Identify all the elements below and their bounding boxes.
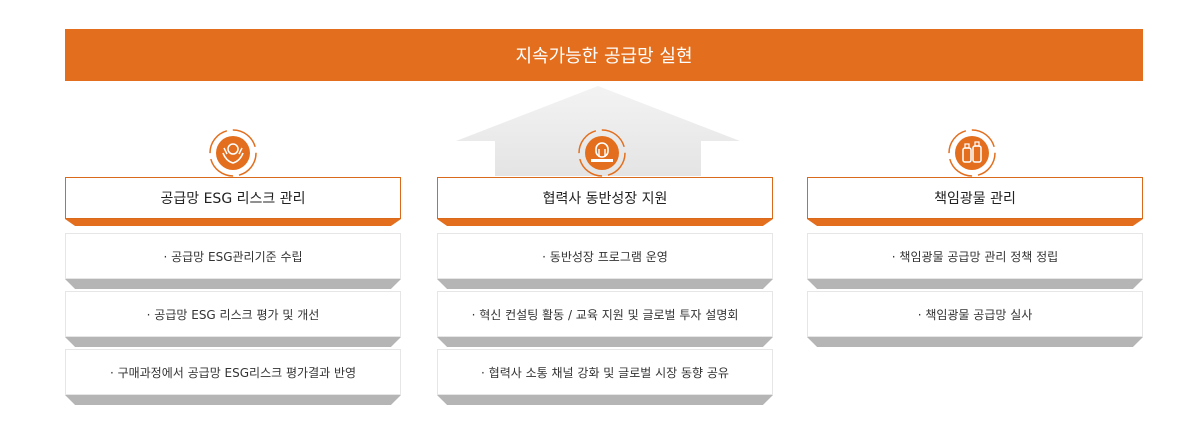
- item-tray: [65, 395, 401, 405]
- header-base-bar: [807, 219, 1143, 226]
- list-item: · 공급망 ESG 리스크 평가 및 개선: [65, 291, 401, 349]
- item-tray: [807, 279, 1143, 289]
- mineral-bottles-icon: [947, 128, 997, 178]
- list-item-text: · 책임광물 공급망 관리 정책 정립: [807, 233, 1143, 279]
- column-header-label: 협력사 동반성장 지원: [437, 177, 773, 219]
- column-header-label: 책임광물 관리: [807, 177, 1143, 219]
- list-item-text: · 책임광물 공급망 실사: [807, 291, 1143, 337]
- list-item-text: · 협력사 소통 채널 강화 및 글로벌 시장 동향 공유: [437, 349, 773, 395]
- column-header: 공급망 ESG 리스크 관리: [65, 177, 401, 226]
- upward-arrow-shape: [456, 86, 740, 176]
- growth-stand-icon: [577, 128, 627, 178]
- title-text: 지속가능한 공급망 실현: [515, 46, 693, 67]
- list-item: · 책임광물 공급망 관리 정책 정립: [807, 233, 1143, 291]
- column-header-label: 공급망 ESG 리스크 관리: [65, 177, 401, 219]
- list-item: · 책임광물 공급망 실사: [807, 291, 1143, 349]
- list-item-text: · 혁신 컨설팅 활동 / 교육 지원 및 글로벌 투자 설명회: [437, 291, 773, 337]
- column-responsible-minerals: 책임광물 관리 · 책임광물 공급망 관리 정책 정립 · 책임광물 공급망 실…: [807, 177, 1143, 349]
- item-tray: [437, 279, 773, 289]
- header-base-bar: [437, 219, 773, 226]
- list-item: · 공급망 ESG관리기준 수립: [65, 233, 401, 291]
- list-item: · 혁신 컨설팅 활동 / 교육 지원 및 글로벌 투자 설명회: [437, 291, 773, 349]
- list-item: · 협력사 소통 채널 강화 및 글로벌 시장 동향 공유: [437, 349, 773, 407]
- list-item: · 동반성장 프로그램 운영: [437, 233, 773, 291]
- list-item-text: · 공급망 ESG 리스크 평가 및 개선: [65, 291, 401, 337]
- item-tray: [65, 337, 401, 347]
- hands-globe-icon: [208, 128, 258, 178]
- list-item-text: · 동반성장 프로그램 운영: [437, 233, 773, 279]
- list-item: · 구매과정에서 공급망 ESG리스크 평가결과 반영: [65, 349, 401, 407]
- column-partner-growth: 협력사 동반성장 지원 · 동반성장 프로그램 운영 · 혁신 컨설팅 활동 /…: [437, 177, 773, 407]
- column-header: 책임광물 관리: [807, 177, 1143, 226]
- item-tray: [807, 337, 1143, 347]
- item-tray: [65, 279, 401, 289]
- title-banner: 지속가능한 공급망 실현: [65, 29, 1143, 81]
- list-item-text: · 구매과정에서 공급망 ESG리스크 평가결과 반영: [65, 349, 401, 395]
- item-tray: [437, 395, 773, 405]
- item-tray: [437, 337, 773, 347]
- list-item-text: · 공급망 ESG관리기준 수립: [65, 233, 401, 279]
- header-base-bar: [65, 219, 401, 226]
- column-supply-risk: 공급망 ESG 리스크 관리 · 공급망 ESG관리기준 수립 · 공급망 ES…: [65, 177, 401, 407]
- column-header: 협력사 동반성장 지원: [437, 177, 773, 226]
